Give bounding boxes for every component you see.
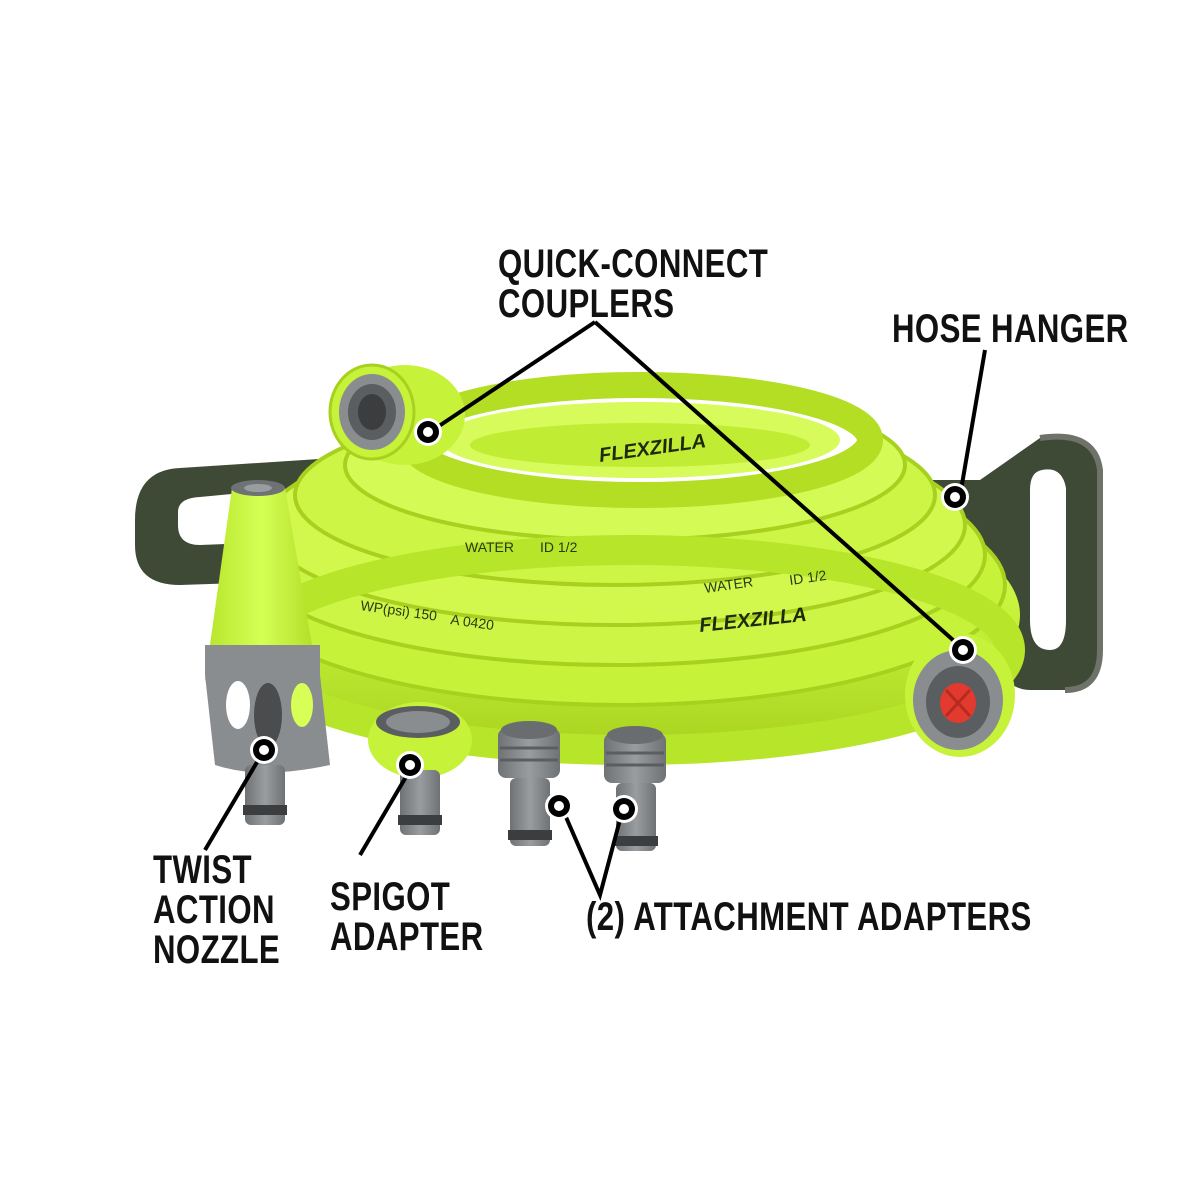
coiled-hose (230, 372, 1025, 765)
callout-dot-icon (396, 751, 424, 779)
callout-dot-icon (610, 795, 638, 823)
label-twist-action-nozzle: TWIST ACTION NOZZLE (153, 848, 281, 972)
twist-nozzle (205, 480, 330, 825)
callout-line-coupler-top (428, 320, 597, 434)
svg-text:A 0420: A 0420 (450, 611, 496, 633)
callout-dots (250, 418, 977, 823)
right-coupler (905, 633, 1015, 757)
svg-text:WATER: WATER (703, 573, 754, 596)
callout-lines (203, 320, 987, 902)
svg-text:ID 1/2: ID 1/2 (788, 567, 827, 588)
callout-dot-icon (949, 636, 977, 664)
top-coupler (328, 363, 465, 465)
svg-text:ID 1/2: ID 1/2 (540, 539, 578, 555)
spigot-adapter-illustration (368, 702, 472, 835)
callout-dot-icon (545, 792, 573, 820)
callout-dot-icon (414, 418, 442, 446)
attachment-adapter-1 (498, 721, 560, 846)
callout-dot-icon (941, 483, 969, 511)
label-attachment-adapters: (2) ATTACHMENT ADAPTERS (586, 895, 1032, 939)
callout-line-hanger (958, 349, 987, 497)
callout-line-coupler-right (593, 320, 964, 650)
callout-line-adapters (560, 807, 624, 902)
label-quick-connect-couplers: QUICK-CONNECT COUPLERS (498, 242, 769, 326)
attachment-adapter-2 (604, 726, 666, 851)
label-spigot-adapter: SPIGOT ADAPTER (330, 875, 484, 959)
callout-line-spigot (358, 768, 412, 857)
callout-line-nozzle (203, 750, 265, 852)
callout-dot-icon (250, 736, 278, 764)
label-hose-hanger: HOSE HANGER (892, 307, 1129, 351)
svg-text:WATER: WATER (465, 539, 514, 555)
